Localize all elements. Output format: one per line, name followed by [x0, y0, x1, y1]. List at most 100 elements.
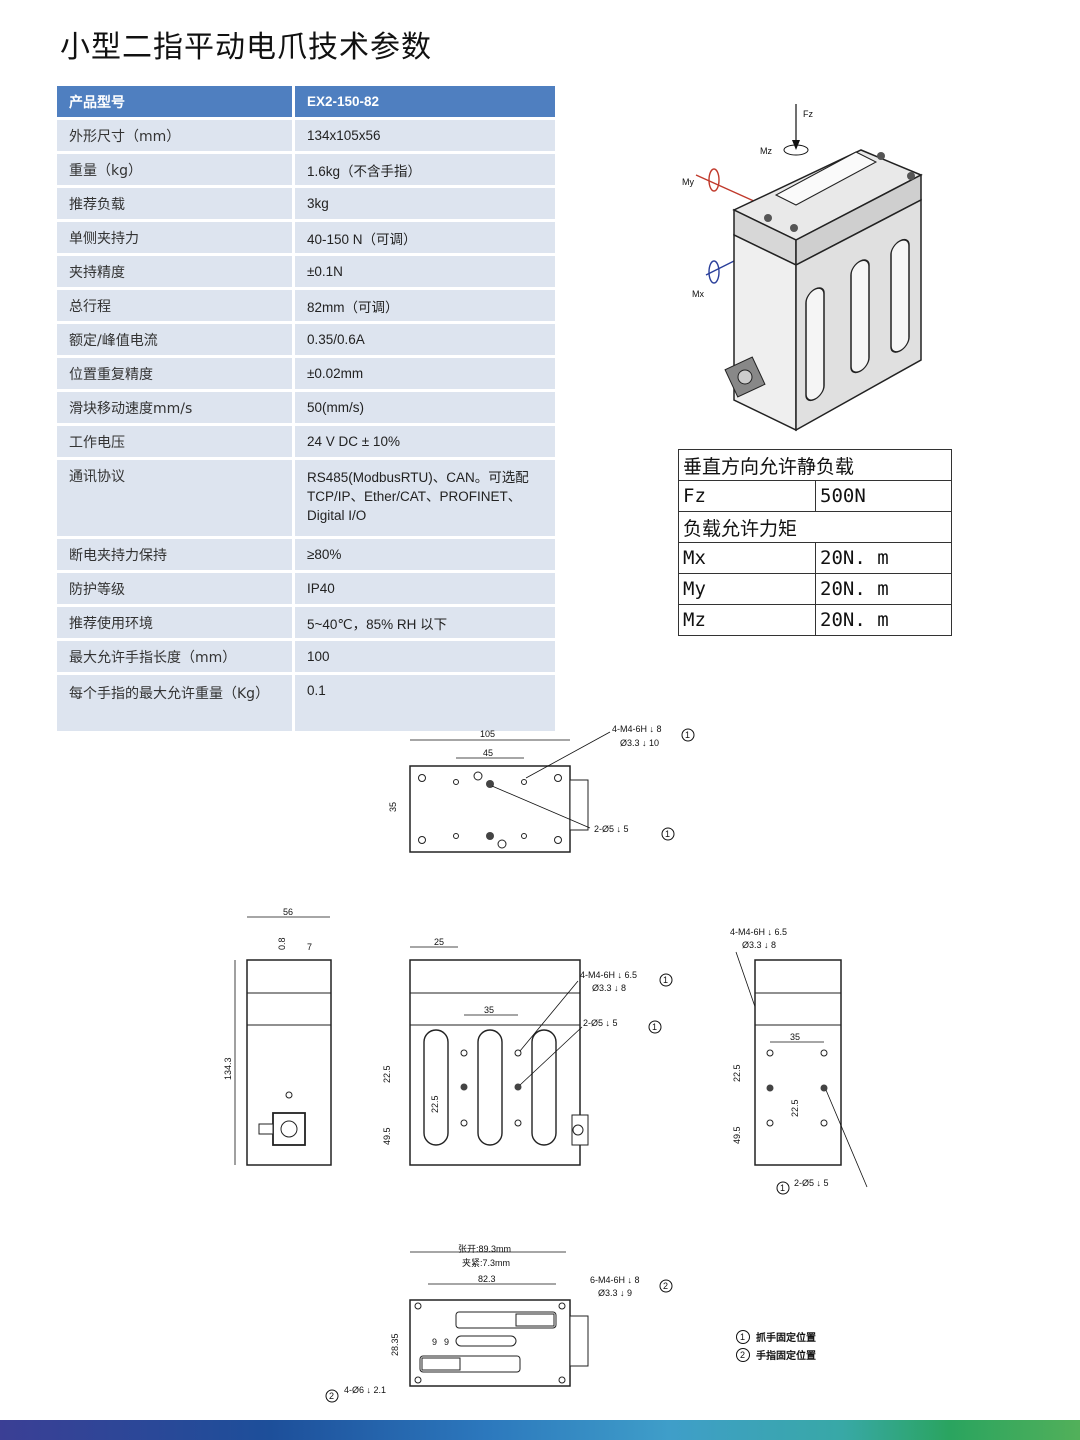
legend-num-2: 2	[740, 1350, 745, 1360]
mx-value: 20N. m	[815, 542, 952, 574]
top-note2: 2-Ø5 ↓ 5	[594, 824, 629, 834]
spec-key: 总行程	[57, 290, 295, 324]
bottom-close: 夹紧:7.3mm	[462, 1257, 510, 1268]
spec-value: RS485(ModbusRTU)、CAN。可选配TCP/IP、Ether/CAT…	[295, 460, 555, 539]
iso-fz-label: Fz	[803, 109, 813, 119]
spec-value: 134x105x56	[295, 120, 555, 154]
spec-key: 位置重复精度	[57, 358, 295, 392]
spec-value: 100	[295, 641, 555, 675]
top-dim-105: 105	[480, 729, 495, 739]
bottom-dim-9a: 9	[432, 1337, 437, 1347]
spec-value: 40-150 N（可调）	[295, 222, 555, 256]
spec-value: 82mm（可调）	[295, 290, 555, 324]
mz-label: Mz	[678, 604, 816, 636]
iso-mx-label: Mx	[692, 289, 704, 299]
bottom-dim-2835: 28.35	[390, 1333, 400, 1356]
spec-row: 位置重复精度±0.02mm	[57, 358, 555, 392]
spec-value: ±0.02mm	[295, 358, 555, 392]
right-note2: 2-Ø5 ↓ 5	[794, 1178, 829, 1188]
my-value: 20N. m	[815, 573, 952, 605]
front-note1-a: 4-M4-6H ↓ 6.5	[580, 970, 637, 980]
bottom-dim-9b: 9	[444, 1337, 449, 1347]
spec-key: 防护等级	[57, 573, 295, 607]
top-circle-1b: 1	[665, 829, 670, 839]
spec-key: 滑块移动速度mm/s	[57, 392, 295, 426]
spec-value: 24 V DC ± 10%	[295, 426, 555, 460]
table-header-key: 产品型号	[57, 86, 295, 120]
spec-value: 5~40℃，85% RH 以下	[295, 607, 555, 641]
bottom-dim-823: 82.3	[478, 1274, 496, 1284]
front-dim-25: 25	[434, 937, 444, 947]
spec-row: 夹持精度±0.1N	[57, 256, 555, 290]
bottom-view-drawing: 张开:89.3mm 夹紧:7.3mm 82.3 6-M4-6H ↓ 8 Ø3.3…	[325, 1244, 673, 1403]
front-dim-495: 49.5	[382, 1127, 392, 1145]
top-note1-a: 4-M4-6H ↓ 8	[612, 724, 662, 734]
page-title: 小型二指平动电爪技术参数	[60, 30, 432, 65]
top-note1-b: Ø3.3 ↓ 10	[620, 738, 659, 748]
spec-key: 额定/峰值电流	[57, 324, 295, 358]
legend-text-1: 抓手固定位置	[756, 1331, 816, 1344]
front-dim-35: 35	[484, 1005, 494, 1015]
fz-label: Fz	[678, 480, 816, 512]
front-view-drawing: 25 35 22.5 22.5 49.5 4-M4-6H ↓ 6.5 Ø3.3 …	[382, 937, 673, 1166]
right-circle-1: 1	[780, 1183, 785, 1193]
side-dim-56: 56	[283, 907, 293, 917]
right-dim-225a: 22.5	[732, 1064, 742, 1082]
mz-value: 20N. m	[815, 604, 952, 636]
mx-label: Mx	[678, 542, 816, 574]
top-circle-1: 1	[685, 730, 690, 740]
bottom-note-b: Ø3.3 ↓ 9	[598, 1288, 632, 1298]
side-dim-7: 7	[307, 942, 312, 952]
my-label: My	[678, 573, 816, 605]
spec-key: 单侧夹持力	[57, 222, 295, 256]
fz-value: 500N	[815, 480, 952, 512]
spec-value: 0.1	[295, 675, 555, 734]
top-view-drawing: 105 45 35 4-M4-6H ↓ 8 Ø3.3 ↓ 10 1 2-Ø5 ↓…	[388, 724, 695, 853]
right-dim-35: 35	[790, 1032, 800, 1042]
right-dim-495: 49.5	[732, 1126, 742, 1144]
table-header-row: 产品型号 EX2-150-82	[57, 86, 555, 120]
spec-key: 推荐使用环境	[57, 607, 295, 641]
table-header-value: EX2-150-82	[295, 86, 555, 120]
moment-title: 负载允许力矩	[678, 511, 952, 543]
spec-row: 最大允许手指长度（mm）100	[57, 641, 555, 675]
front-note1-b: Ø3.3 ↓ 8	[592, 983, 626, 993]
bottom-circle-2b: 2	[329, 1391, 334, 1401]
spec-value: 3kg	[295, 188, 555, 222]
spec-key: 通讯协议	[57, 460, 295, 539]
bottom-note-hole: 4-Ø6 ↓ 2.1	[344, 1385, 386, 1395]
spec-row: 重量（kg）1.6kg（不含手指）	[57, 154, 555, 188]
bottom-open: 张开:89.3mm	[458, 1244, 511, 1254]
spec-key: 重量（kg）	[57, 154, 295, 188]
spec-value: IP40	[295, 573, 555, 607]
spec-value: ≥80%	[295, 539, 555, 573]
top-dim-45: 45	[483, 748, 493, 758]
spec-row: 每个手指的最大允许重量（Kg）0.1	[57, 675, 555, 734]
front-note2: 2-Ø5 ↓ 5	[583, 1018, 618, 1028]
spec-key: 断电夹持力保持	[57, 539, 295, 573]
side-dim-134: 134.3	[223, 1057, 233, 1080]
spec-value: 0.35/0.6A	[295, 324, 555, 358]
spec-key: 推荐负载	[57, 188, 295, 222]
spec-value: 50(mm/s)	[295, 392, 555, 426]
spec-value: 1.6kg（不含手指）	[295, 154, 555, 188]
iso-my-label: My	[682, 177, 694, 187]
legend-num-1: 1	[740, 1332, 745, 1342]
spec-key: 最大允许手指长度（mm）	[57, 641, 295, 675]
spec-key: 外形尺寸（mm）	[57, 120, 295, 154]
static-load-title: 垂直方向允许静负载	[678, 449, 952, 481]
spec-value: ±0.1N	[295, 256, 555, 290]
isometric-drawing: Fz Mz My Mx	[682, 104, 923, 432]
front-dim-225a: 22.5	[382, 1065, 392, 1083]
